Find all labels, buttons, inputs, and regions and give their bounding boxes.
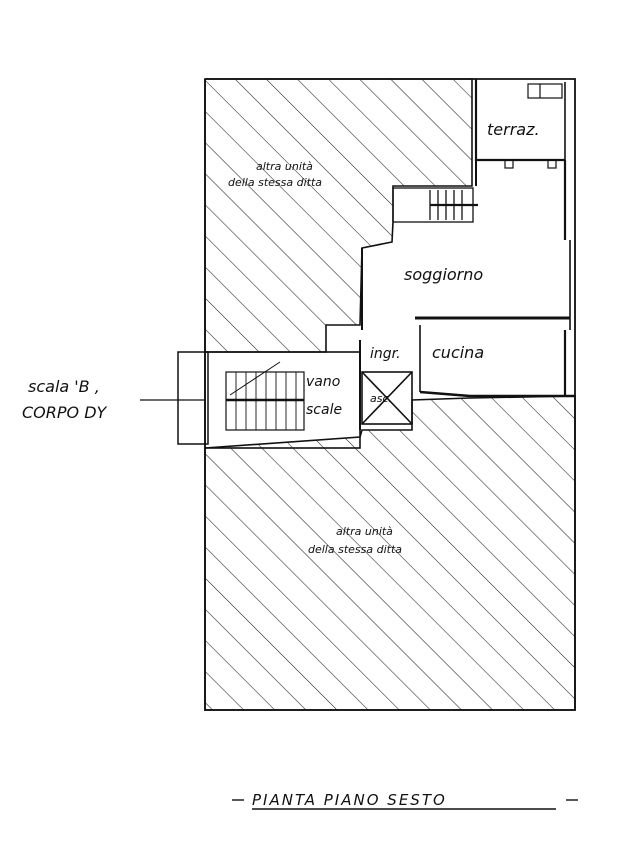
- building-outline: [204, 78, 576, 711]
- label-neighbor-top-line2: della stessa ditta: [228, 176, 322, 189]
- label-elevator: asc.: [370, 392, 392, 405]
- label-stair-reference-line2: CORPO DY: [22, 403, 108, 422]
- label-neighbor-bottom-line1: altra unità: [336, 525, 393, 538]
- terrace-railing: [504, 83, 563, 169]
- hatched-area-upper: [204, 78, 473, 353]
- upper-stair-flight: [392, 187, 478, 223]
- label-neighbor-bottom-line2: della stessa ditta: [308, 543, 402, 556]
- label-entrance: ingr.: [370, 346, 401, 362]
- label-stair-void-line1: vano: [306, 374, 340, 390]
- stair-core: [177, 351, 361, 449]
- label-stair-reference-line1: scala 'B ,: [28, 377, 100, 396]
- plan-title: PIANTA PIANO SESTO: [252, 791, 447, 809]
- elevator-shaft: [361, 371, 413, 425]
- label-neighbor-top-line1: altra unità: [256, 160, 313, 173]
- label-terrace: terraz.: [487, 120, 540, 139]
- label-living-room: soggiorno: [404, 265, 483, 284]
- label-kitchen: cucina: [432, 343, 484, 362]
- label-stair-void-line2: scale: [306, 402, 342, 418]
